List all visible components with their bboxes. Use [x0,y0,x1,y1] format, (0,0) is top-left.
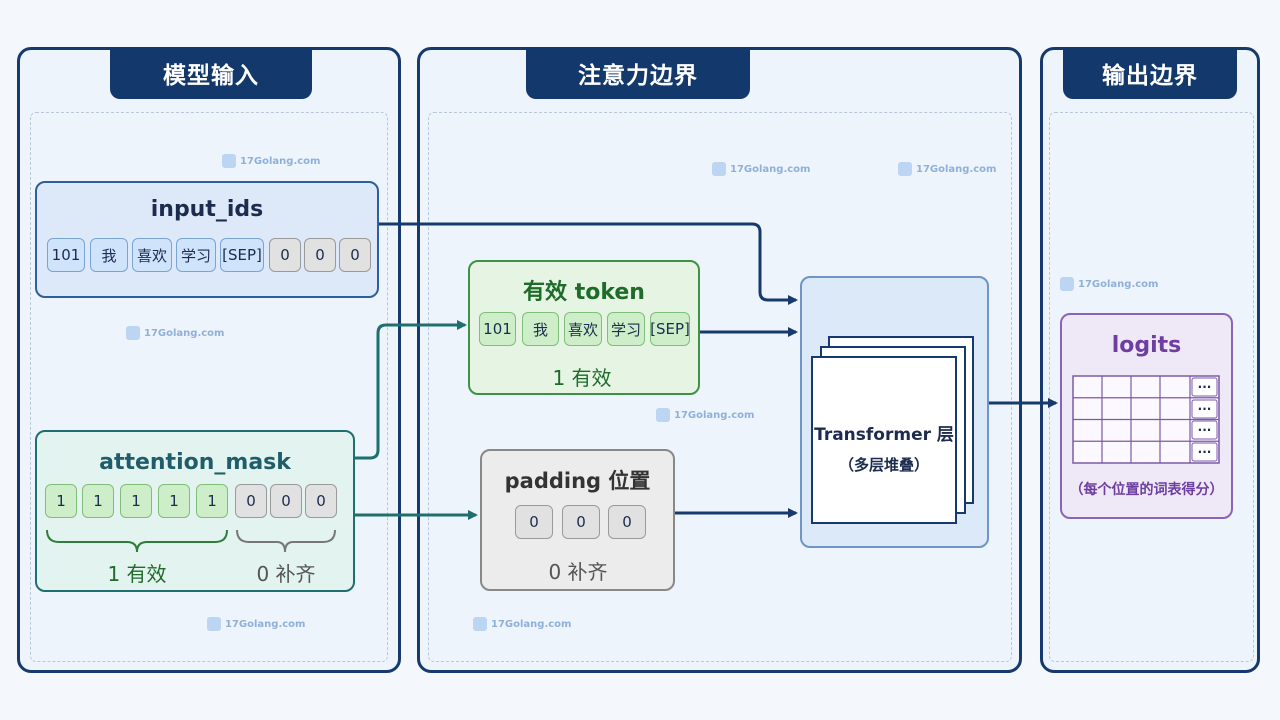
padding-box: padding 位置 [480,449,675,591]
mask-pad-label: 0 补齐 [256,562,316,586]
logits-ellipsis: ... [1197,420,1212,434]
valid-token: 我 [522,312,559,346]
watermark: 17Golang.com [1060,277,1158,291]
mask-valid-cell: 1 [158,484,190,518]
input-id-token: 学习 [176,238,216,272]
transformer-layer-front: Transformer 层 （多层堆叠） [811,356,957,524]
attention-mask-title: attention_mask [99,450,291,475]
watermark: 17Golang.com [207,617,305,631]
input-id-token: 101 [47,238,85,272]
input-id-pad-token: 0 [304,238,336,272]
pad-brace [236,529,336,553]
transformer-title: Transformer 层 [814,425,954,445]
padding-label: 0 补齐 [548,560,608,584]
valid-token: 101 [479,312,516,346]
input-id-token: 我 [90,238,128,272]
panel-attention-boundary-area [428,112,1012,662]
padding-cell: 0 [608,505,646,539]
panel-title-attention-boundary: 注意力边界 [526,47,750,99]
input-id-pad-token: 0 [269,238,301,272]
mask-valid-cell: 1 [196,484,228,518]
panel-model-input-area [30,112,388,662]
watermark: 17Golang.com [222,154,320,168]
padding-title: padding 位置 [504,469,651,493]
logits-title: logits [1111,333,1182,358]
mask-valid-label: 1 有效 [107,562,167,586]
watermark-logo-icon [712,162,726,176]
valid-token: [SEP] [650,312,690,346]
input-ids-title: input_ids [150,197,264,222]
valid-brace [46,529,228,553]
watermark-logo-icon [1060,277,1074,291]
input-id-token: [SEP] [220,238,264,272]
watermark-logo-icon [222,154,236,168]
input-id-pad-token: 0 [339,238,371,272]
mask-valid-cell: 1 [120,484,152,518]
mask-valid-cell: 1 [82,484,114,518]
watermark: 17Golang.com [712,162,810,176]
panel-output-boundary-area [1049,112,1254,662]
input-id-token: 喜欢 [132,238,172,272]
valid-token: 喜欢 [564,312,602,346]
transformer-subtitle: （多层堆叠） [838,456,929,474]
watermark: 17Golang.com [473,617,571,631]
arrow-input-ids-to-transformer [378,222,798,305]
padding-cell: 0 [515,505,553,539]
valid-tokens-label: 1 有效 [552,366,612,390]
panel-title-output-boundary: 输出边界 [1063,47,1237,99]
mask-pad-cell: 0 [270,484,302,518]
watermark: 17Golang.com [126,326,224,340]
arrow-mask-to-valid-tokens [355,320,467,460]
mask-valid-cell: 1 [45,484,77,518]
panel-title-model-input: 模型输入 [110,47,312,99]
watermark: 17Golang.com [656,408,754,422]
logits-ellipsis: ... [1197,377,1212,391]
padding-cell: 0 [562,505,600,539]
logits-caption: （每个位置的词表得分） [1069,482,1224,498]
valid-tokens-title: 有效 token [523,280,645,305]
watermark-logo-icon [126,326,140,340]
mask-pad-cell: 0 [235,484,267,518]
watermark-logo-icon [656,408,670,422]
watermark-logo-icon [207,617,221,631]
watermark: 17Golang.com [898,162,996,176]
watermark-logo-icon [898,162,912,176]
mask-pad-cell: 0 [305,484,337,518]
watermark-logo-icon [473,617,487,631]
valid-token: 学习 [607,312,645,346]
logits-ellipsis: ... [1197,442,1212,456]
logits-ellipsis: ... [1197,399,1212,413]
